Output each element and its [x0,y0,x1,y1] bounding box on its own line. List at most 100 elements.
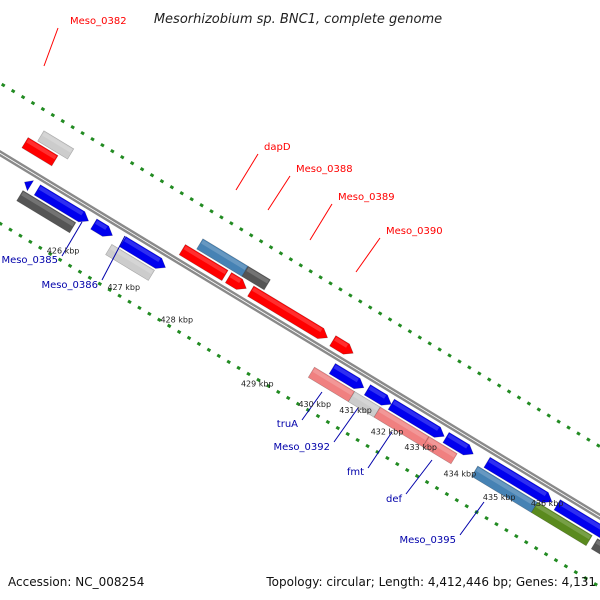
feature-blue-c[interactable] [328,363,365,390]
gene-label[interactable]: Meso_0385 [1,255,58,266]
ruler-dot [285,395,291,401]
ruler-dot [377,311,383,316]
ruler-dot [397,323,403,328]
ruler-dot [417,335,423,340]
gene-box-highlight [183,245,227,275]
gene-box [16,190,77,234]
ruler-dot [169,185,175,190]
feature-meso-0390[interactable] [329,335,354,355]
ruler-dot [358,299,363,304]
feature-meso-0386[interactable] [105,243,155,281]
ruler-dot [593,582,598,587]
ruler-dot [308,269,313,274]
feature-blue-tiny[interactable] [23,176,35,192]
gene-box [442,431,474,456]
gene-box-highlight [110,245,154,275]
gene-box-highlight [124,237,161,263]
ruler-dot [477,371,482,376]
gene-box [387,398,445,438]
ruler-dot [10,88,16,94]
ruler-dot [318,275,323,280]
feature-blue-a[interactable] [33,184,90,223]
gene-box [329,335,354,355]
ruler-dot [70,124,75,130]
ruler-dot [355,437,360,443]
feature-olive[interactable] [530,501,593,547]
leader-line [459,501,485,536]
ruler-dot [166,323,172,329]
ruler-dot [444,491,450,497]
ruler-dot [407,329,413,334]
ruler-dot [385,455,390,461]
ruler-dot [117,293,122,299]
gene-label[interactable]: Meso_0388 [296,164,353,175]
ruler-dot [457,359,462,364]
ruler-dot [586,437,591,442]
gene-box [224,272,247,290]
ruler-dot [0,82,6,88]
ruler-dot [395,461,400,467]
feature-blue-e[interactable] [387,398,445,438]
gene-label[interactable]: Meso_0392 [273,442,330,453]
feature-meso-0389[interactable] [247,285,329,339]
tick-label: 431 kbp [339,406,372,415]
feature-dark-b[interactable] [590,538,600,580]
ruler-dot [328,281,333,286]
ruler-dot [238,227,244,232]
gene-box-highlight [252,287,323,333]
ruler-dot [434,485,440,491]
feature-blue-g[interactable] [483,456,553,503]
gene-label[interactable]: Meso_0390 [386,226,443,237]
ruler-dot [266,383,271,389]
feature-blue-b[interactable] [90,218,113,237]
ruler-dot [576,431,581,436]
ruler-dot [129,160,135,166]
ruler-dot [219,215,224,220]
feature-red-partial[interactable] [21,137,59,167]
leader-line [235,153,259,191]
tick-label: 428 kbp [160,315,193,324]
feature-meso-0388[interactable] [241,265,271,291]
feature-meso-0382[interactable] [37,130,75,160]
gene-label[interactable]: Meso_0395 [399,535,456,546]
feature-blue-h[interactable] [553,499,600,539]
gene-label[interactable]: def [386,494,403,505]
leader-line [101,235,126,281]
gene-box [178,244,229,282]
ruler-dot [494,521,499,527]
ruler-dot [553,558,559,563]
gene-box-highlight [535,503,591,540]
gene-box-highlight [334,337,349,348]
dotted-line-forward [0,82,600,448]
gene-label[interactable]: Meso_0389 [338,192,395,203]
gene-label[interactable]: fmt [347,467,364,478]
ruler-dot [504,527,509,533]
leader-line [267,175,291,211]
gene-box-highlight [392,400,440,431]
leader-line [333,407,359,443]
gene-label[interactable]: Meso_0386 [41,280,98,291]
ruler-dot [563,564,569,569]
ruler-dot [454,497,460,503]
ruler-dot [176,329,182,335]
feature-red-a[interactable] [178,244,229,282]
ruler-dot [335,425,341,431]
ruler-dot [137,305,142,311]
gene-label[interactable]: dapD [264,142,291,153]
feature-blue-f[interactable] [442,431,474,456]
gene-label[interactable]: truA [277,419,298,430]
gene-box [37,130,75,160]
ruler-dot [30,100,36,106]
ruler-dot [295,401,301,407]
feature-blue-d[interactable] [363,384,392,406]
feature-red-b[interactable] [224,272,247,290]
ruler-dot [186,335,192,341]
feature-def[interactable] [422,436,458,465]
gene-box-highlight [26,138,57,160]
gene-label[interactable]: Meso_0382 [70,16,127,27]
ruler-dot [196,341,202,347]
gene-box-highlight [368,386,387,399]
feature-dark-a[interactable] [16,190,77,234]
ruler-dot [467,365,472,370]
ruler-dot [464,503,469,509]
